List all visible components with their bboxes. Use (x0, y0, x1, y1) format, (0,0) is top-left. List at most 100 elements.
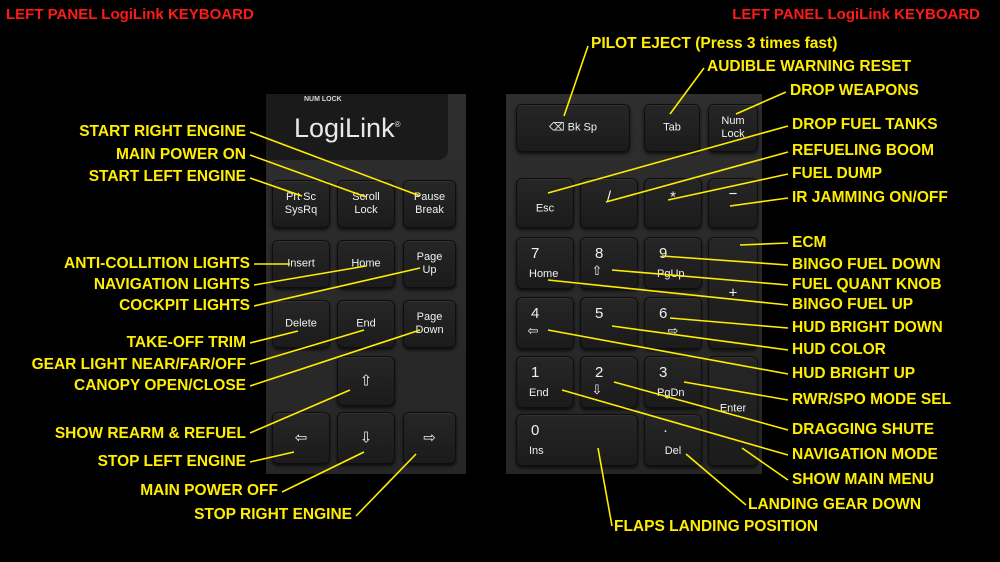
leader-rwr-spo (683, 381, 789, 401)
label-flaps-landing-position: FLAPS LANDING POSITION (614, 518, 819, 535)
key-esc[interactable]: Esc (516, 178, 574, 228)
label-start-right-engine: START RIGHT ENGINE (79, 123, 246, 140)
leader-fuel-dump (667, 173, 789, 201)
label-dragging-shute: DRAGGING SHUTE (792, 421, 935, 438)
key-arrow-up[interactable]: ⇧ (337, 356, 395, 406)
key-page-up[interactable]: Page Up (403, 240, 456, 288)
key-num-4[interactable]: 4⇦ (516, 297, 574, 349)
key-delete[interactable]: Delete (272, 300, 330, 348)
label-landing-gear-down: LANDING GEAR DOWN (748, 496, 922, 513)
leader-stop-left-engine (249, 451, 295, 463)
leader-flaps (597, 447, 613, 527)
leader-ecm (739, 242, 789, 246)
leader-main-power-on (249, 154, 367, 198)
label-bingo-fuel-up: BINGO FUEL UP (792, 296, 914, 313)
arrow-left-icon: ⇦ (294, 429, 308, 447)
label-cockpit-lights: COCKPIT LIGHTS (119, 297, 250, 314)
key-num-2[interactable]: 2⇩ (580, 356, 638, 408)
key-arrow-down[interactable]: ⇩ (337, 412, 395, 464)
label-ecm: ECM (792, 234, 827, 251)
leader-main-power-off (281, 451, 365, 493)
label-hud-bright-up: HUD BRIGHT UP (792, 365, 916, 382)
label-show-main-menu: SHOW MAIN MENU (792, 471, 935, 488)
label-pilot-eject: PILOT EJECT (Press 3 times fast) (591, 35, 838, 52)
arrow-down-icon: ⇩ (591, 382, 603, 397)
leader-refueling-boom (605, 151, 789, 203)
leader-gear-light (249, 329, 365, 365)
label-fuel-dump: FUEL DUMP (792, 165, 883, 182)
arrow-up-icon: ⇧ (591, 263, 603, 278)
leader-stop-right-engine (355, 453, 417, 517)
label-gear-light: GEAR LIGHT NEAR/FAR/OFF (31, 356, 246, 373)
leader-hud-bright-up (547, 329, 789, 375)
key-backspace[interactable]: ⌫ Bk Sp (516, 104, 630, 152)
leader-takeoff-trim (249, 330, 299, 344)
arrow-left-icon: ⇦ (527, 323, 539, 338)
key-plus[interactable]: + (708, 237, 758, 349)
logilink-logo: LogiLink® (294, 113, 401, 143)
leader-hud-bright-down (669, 317, 789, 329)
label-main-power-off: MAIN POWER OFF (140, 482, 278, 499)
label-hud-color: HUD COLOR (792, 341, 886, 358)
arrow-down-icon: ⇩ (359, 429, 373, 447)
arrow-right-icon: ⇨ (423, 429, 436, 447)
key-end[interactable]: End (337, 300, 395, 348)
label-refueling-boom: REFUELING BOOM (792, 142, 935, 159)
leader-pilot-eject (563, 45, 589, 117)
label-bingo-fuel-down: BINGO FUEL DOWN (792, 256, 941, 273)
key-scroll-lock[interactable]: Scroll Lock (337, 180, 395, 228)
leader-show-main-menu (741, 447, 789, 481)
key-num-lock[interactable]: Num Lock (708, 104, 758, 152)
leader-drop-weapons (735, 91, 787, 115)
leader-canopy (249, 329, 421, 387)
label-canopy: CANOPY OPEN/CLOSE (74, 377, 246, 394)
label-drop-fuel-tanks: DROP FUEL TANKS (792, 116, 938, 133)
label-fuel-quant-knob: FUEL QUANT KNOB (792, 276, 942, 293)
key-num-5[interactable]: 5 (580, 297, 638, 349)
leader-hud-color (611, 325, 789, 351)
arrow-up-icon: ⇧ (359, 372, 373, 390)
key-pause-break[interactable]: Pause Break (403, 180, 456, 228)
label-ir-jamming: IR JAMMING ON/OFF (792, 189, 948, 206)
label-rwr-spo-mode: RWR/SPO MODE SEL (792, 391, 952, 408)
leader-bingo-down (661, 255, 789, 266)
key-num-6[interactable]: 6⇨ (644, 297, 702, 349)
leader-cockpit-lights (253, 267, 421, 307)
leader-show-rearm (249, 389, 351, 434)
key-asterisk[interactable]: * (644, 178, 702, 228)
arrow-right-icon: ⇨ (667, 323, 679, 338)
leader-navigation-mode (561, 389, 789, 456)
label-start-left-engine: START LEFT ENGINE (88, 168, 246, 185)
label-hud-bright-down: HUD BRIGHT DOWN (792, 319, 943, 336)
key-print-screen[interactable]: Prt Sc SysRq (272, 180, 330, 228)
label-takeoff-trim: TAKE-OFF TRIM (126, 334, 246, 351)
leader-start-right-engine (249, 131, 421, 197)
key-arrow-right[interactable]: ⇨ (403, 412, 456, 464)
label-stop-left-engine: STOP LEFT ENGINE (97, 453, 246, 470)
key-page-down[interactable]: Page Down (403, 300, 456, 348)
leader-drop-fuel-tanks (547, 125, 789, 194)
leader-bingo-up (547, 279, 789, 306)
title-left: LEFT PANEL LogiLink KEYBOARD (6, 6, 254, 23)
leader-audible-warning (669, 67, 705, 115)
leader-start-left-engine (249, 177, 303, 197)
key-slash[interactable]: / (580, 178, 638, 228)
leader-dragging-shute (613, 381, 789, 431)
backspace-icon: ⌫ (549, 121, 565, 134)
leader-ir-jamming (729, 197, 789, 207)
label-drop-weapons: DROP WEAPONS (790, 82, 919, 99)
num-lock-indicator: NUM LOCK (304, 96, 342, 103)
label-anti-collition-lights: ANTI-COLLITION LIGHTS (64, 255, 250, 272)
label-stop-right-engine: STOP RIGHT ENGINE (194, 506, 352, 523)
label-audible-warning-reset: AUDIBLE WARNING RESET (707, 58, 912, 75)
key-num-8[interactable]: 8⇧ (580, 237, 638, 289)
label-navigation-lights: NAVIGATION LIGHTS (93, 276, 250, 293)
title-right: LEFT PANEL LogiLink KEYBOARD (732, 6, 980, 23)
